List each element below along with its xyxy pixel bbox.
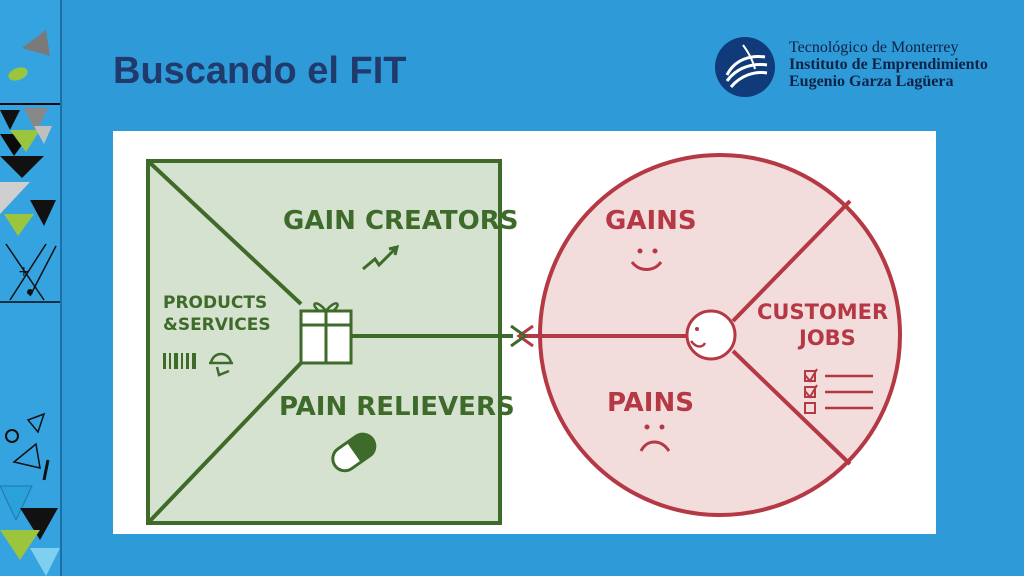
gain-creators-label: GAIN CREATORS [283, 206, 519, 236]
svg-text:+: + [18, 264, 30, 280]
pill-icon [331, 432, 377, 473]
value-proposition-canvas: GAIN CREATORS PRODUCTS &SERVICES PAIN RE… [113, 131, 936, 534]
pains-label: PAINS [607, 388, 694, 418]
value-map-divider-top [146, 159, 303, 306]
barcode-icon [163, 353, 196, 369]
customer-face-icon [685, 309, 737, 361]
frown-face-icon [639, 424, 671, 452]
profile-divider-top [731, 199, 852, 323]
gift-box-icon [299, 302, 353, 365]
service-bell-icon [209, 352, 233, 377]
logo-line-1: Tecnológico de Monterrey [789, 39, 959, 56]
logo-text: Tecnológico de Monterrey Instituto de Em… [789, 39, 988, 90]
tec-seal-icon [715, 37, 775, 97]
value-map: GAIN CREATORS PRODUCTS &SERVICES PAIN RE… [146, 159, 519, 525]
value-map-divider-bottom [146, 361, 303, 525]
decorative-side-strip: + [0, 0, 62, 576]
value-proposition-diagram: GAIN CREATORS PRODUCTS &SERVICES PAIN RE… [146, 153, 902, 525]
arrow-left-icon [516, 324, 534, 348]
customer-jobs-label-line-1: CUSTOMER [757, 300, 888, 324]
profile-divider-bottom [731, 349, 852, 466]
products-label-line-1: PRODUCTS [163, 293, 267, 313]
slide-title: Buscando el FIT [113, 50, 407, 92]
geometric-pattern-icon: + [0, 30, 60, 576]
customer-profile: GAINS PAINS CUSTOMER JOBS [510, 153, 902, 517]
logo-line-3: Eugenio Garza Lagüera [789, 73, 954, 90]
institution-logo: Tecnológico de Monterrey Instituto de Em… [713, 35, 1003, 100]
smile-face-icon [630, 248, 663, 271]
trend-up-icon [362, 244, 400, 271]
arrow-right-icon [510, 324, 528, 348]
customer-jobs-label-line-2: JOBS [797, 326, 856, 350]
gains-label: GAINS [605, 206, 697, 236]
products-label-line-2: &SERVICES [163, 315, 271, 335]
pain-relievers-label: PAIN RELIEVERS [279, 392, 515, 422]
checklist-icon [804, 368, 873, 414]
logo-line-2: Instituto de Emprendimiento [789, 56, 988, 73]
